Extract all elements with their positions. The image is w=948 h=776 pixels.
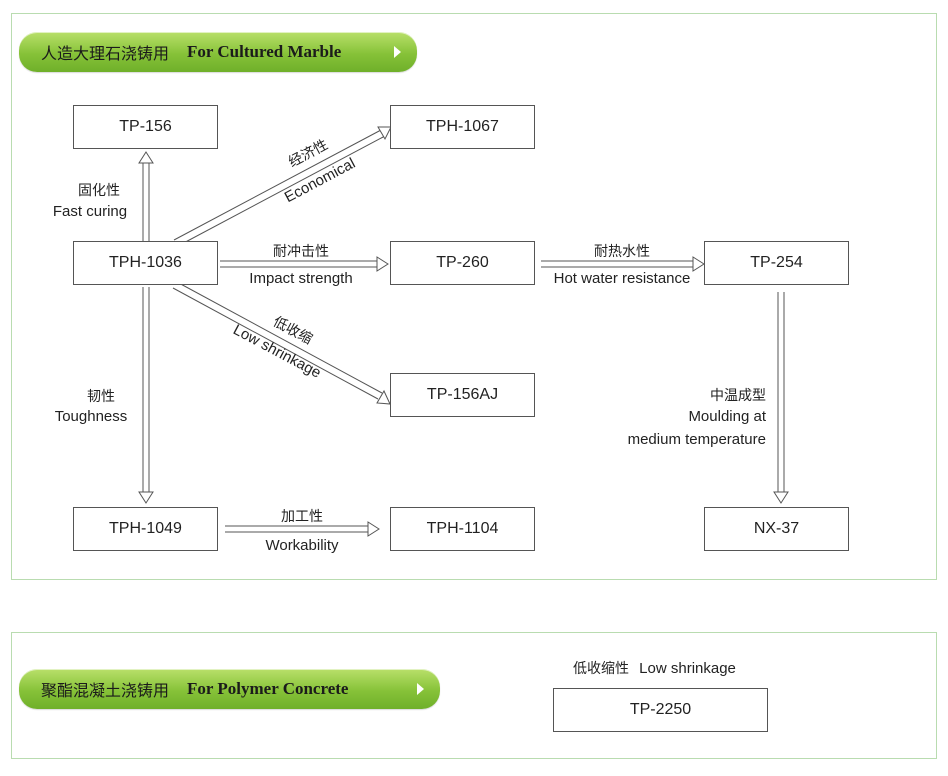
edge-tph1036-to-tp260 xyxy=(220,256,389,272)
node-tph1067: TPH-1067 xyxy=(390,105,535,149)
polymer-concrete-title-cn: 聚酯混凝土浇铸用 xyxy=(41,681,170,700)
workability-label-en: Workability xyxy=(265,537,339,554)
hot-water-label-en: Hot water resistance xyxy=(553,270,691,287)
edge-tph1036-to-tp156 xyxy=(138,151,154,241)
edge-tp260-to-tp254 xyxy=(541,256,705,272)
play-arrow-icon xyxy=(417,683,424,695)
node-tp2250: TP-2250 xyxy=(553,688,768,732)
node-tph1104: TPH-1104 xyxy=(390,507,535,551)
cultured-marble-title-cn: 人造大理石浇铸用 xyxy=(41,44,170,63)
polymer-shrinkage-label-cn: 低收缩性 xyxy=(573,661,629,677)
toughness-label-cn: 韧性 xyxy=(87,389,115,405)
edge-tph1036-to-tph1067 xyxy=(173,126,392,247)
impact-label-en: Impact strength xyxy=(249,270,353,287)
edge-tp254-to-nx37 xyxy=(773,292,789,504)
fast-curing-label-cn: 固化性 xyxy=(78,183,120,199)
moulding-label-en-line2: medium temperature xyxy=(627,431,766,448)
edge-tph1036-to-tp156aj xyxy=(172,281,391,405)
moulding-label-cn: 中温成型 xyxy=(710,388,766,404)
node-tp156aj: TP-156AJ xyxy=(390,373,535,417)
polymer-shrinkage-label-en: Low shrinkage xyxy=(639,660,736,677)
node-tp254: TP-254 xyxy=(704,241,849,285)
polymer-concrete-header[interactable]: 聚酯混凝土浇铸用 For Polymer Concrete xyxy=(19,669,440,709)
node-nx37: NX-37 xyxy=(704,507,849,551)
play-arrow-icon xyxy=(394,46,401,58)
impact-label-cn: 耐冲击性 xyxy=(273,244,329,260)
edge-tph1049-to-tph1104 xyxy=(225,521,380,537)
hot-water-label-cn: 耐热水性 xyxy=(594,244,650,260)
edge-tph1036-to-tph1049 xyxy=(138,287,154,504)
polymer-concrete-title-en: For Polymer Concrete xyxy=(187,679,349,698)
cultured-marble-header[interactable]: 人造大理石浇铸用 For Cultured Marble xyxy=(19,32,417,72)
cultured-marble-title-en: For Cultured Marble xyxy=(187,42,342,61)
moulding-label-en-line1: Moulding at xyxy=(688,408,766,425)
workability-label-cn: 加工性 xyxy=(281,509,323,525)
toughness-label-en: Toughness xyxy=(54,408,128,425)
node-tp260: TP-260 xyxy=(390,241,535,285)
node-tph1036: TPH-1036 xyxy=(73,241,218,285)
node-tp156: TP-156 xyxy=(73,105,218,149)
node-tph1049: TPH-1049 xyxy=(73,507,218,551)
fast-curing-label-en: Fast curing xyxy=(52,203,128,220)
polymer-shrinkage-label: 低收缩性 Low shrinkage xyxy=(573,658,736,678)
